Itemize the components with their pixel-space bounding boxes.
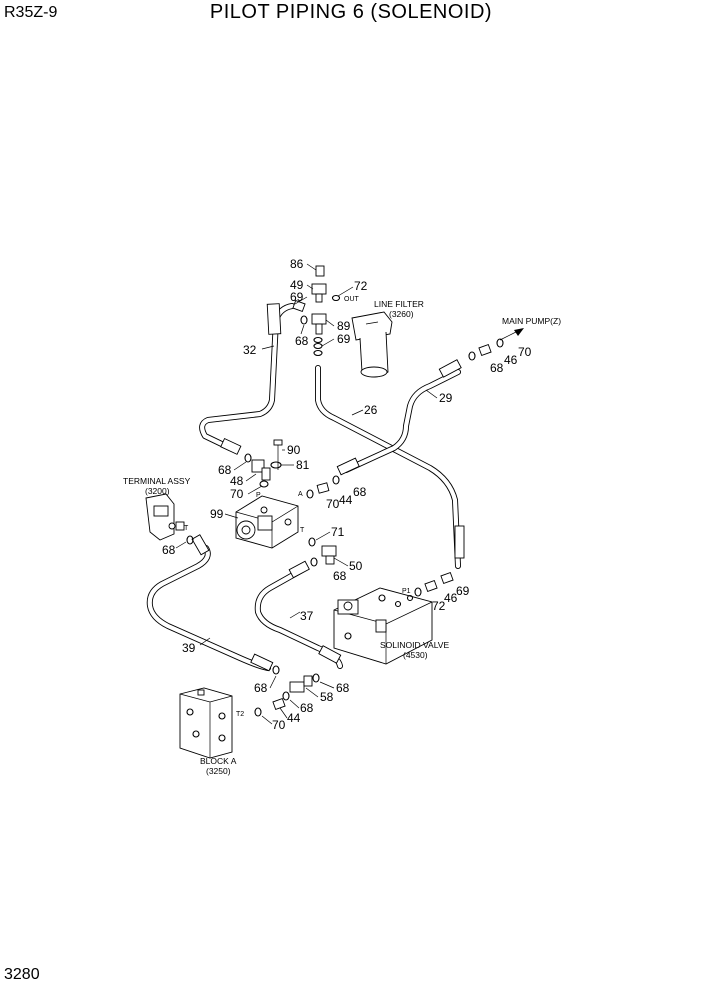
- block-a-code: (3250): [206, 766, 231, 776]
- callout-44: 44: [339, 493, 353, 507]
- callout-49: 49: [290, 278, 304, 292]
- callout-70: 70: [518, 345, 532, 359]
- callout-48: 48: [230, 474, 244, 488]
- callout-99: 99: [210, 507, 224, 521]
- callout-68: 68: [490, 361, 504, 375]
- callout-69: 69: [337, 332, 351, 346]
- callout-81: 81: [296, 458, 310, 472]
- hose-32: [199, 303, 295, 451]
- callout-26: 26: [364, 403, 378, 417]
- callout-89: 89: [337, 319, 351, 333]
- callout-46: 46: [444, 591, 458, 605]
- hose-end-fittings: [191, 303, 465, 672]
- solenoid-valve-label: SOLINOID VALVE: [380, 640, 449, 650]
- callout-46: 46: [504, 353, 518, 367]
- callout-68: 68: [333, 569, 347, 583]
- port-t-terminal: T: [184, 525, 189, 532]
- o-rings: [186, 294, 504, 717]
- terminal-assy: [145, 493, 185, 541]
- callout-29: 29: [439, 391, 453, 405]
- callout-32: 32: [243, 343, 257, 357]
- callout-50: 50: [349, 559, 363, 573]
- callout-68: 68: [162, 543, 176, 557]
- main-pump-arrow: [499, 328, 524, 341]
- fittings: [251, 265, 492, 711]
- callout-68: 68: [254, 681, 268, 695]
- callout-70: 70: [272, 718, 286, 732]
- solenoid-valve-code: (4530): [403, 650, 428, 660]
- main-pump-label: MAIN PUMP(Z): [502, 316, 561, 326]
- callout-39: 39: [182, 641, 196, 655]
- port-t: T: [300, 527, 305, 534]
- page-title: PILOT PIPING 6 (SOLENOID): [209, 1, 493, 23]
- callout-68: 68: [218, 463, 232, 477]
- callout-58: 58: [320, 690, 334, 704]
- callout-70: 70: [326, 497, 340, 511]
- port-p: P: [256, 492, 261, 499]
- callout-68: 68: [336, 681, 350, 695]
- callout-37: 37: [300, 609, 314, 623]
- hose-29: [343, 369, 461, 473]
- hose-39: [146, 545, 271, 671]
- line-filter-code: (3260): [389, 309, 414, 319]
- callout-71: 71: [331, 525, 345, 539]
- callout-70: 70: [230, 487, 244, 501]
- solenoid-valve-block: [333, 587, 433, 665]
- callout-68: 68: [353, 485, 367, 499]
- block-a-label: BLOCK A: [200, 756, 237, 766]
- block-a: [179, 687, 233, 759]
- page-number: 3280: [4, 966, 40, 983]
- callout-86: 86: [290, 257, 304, 271]
- callout-68: 68: [300, 701, 314, 715]
- port-p1: P1: [402, 588, 411, 595]
- callout-69: 69: [290, 290, 304, 304]
- callout-72: 72: [354, 279, 368, 293]
- line-filter: [351, 311, 393, 378]
- callout-44: 44: [287, 711, 301, 725]
- callout-72: 72: [432, 599, 446, 613]
- leader-lines: [175, 263, 438, 725]
- terminal-assy-label: TERMINAL ASSY: [123, 476, 191, 486]
- callout-68: 68: [295, 334, 309, 348]
- solenoid-valve-99: [235, 495, 299, 549]
- model-code: R35Z-9: [4, 4, 58, 21]
- hose-26: [315, 365, 461, 569]
- callout-69: 69: [456, 584, 470, 598]
- callout-90: 90: [287, 443, 301, 457]
- port-a: A: [298, 491, 303, 498]
- port-out: OUT: [344, 296, 360, 303]
- port-t2: T2: [236, 711, 244, 718]
- terminal-assy-code: (3200): [145, 486, 170, 496]
- line-filter-label: LINE FILTER: [374, 299, 424, 309]
